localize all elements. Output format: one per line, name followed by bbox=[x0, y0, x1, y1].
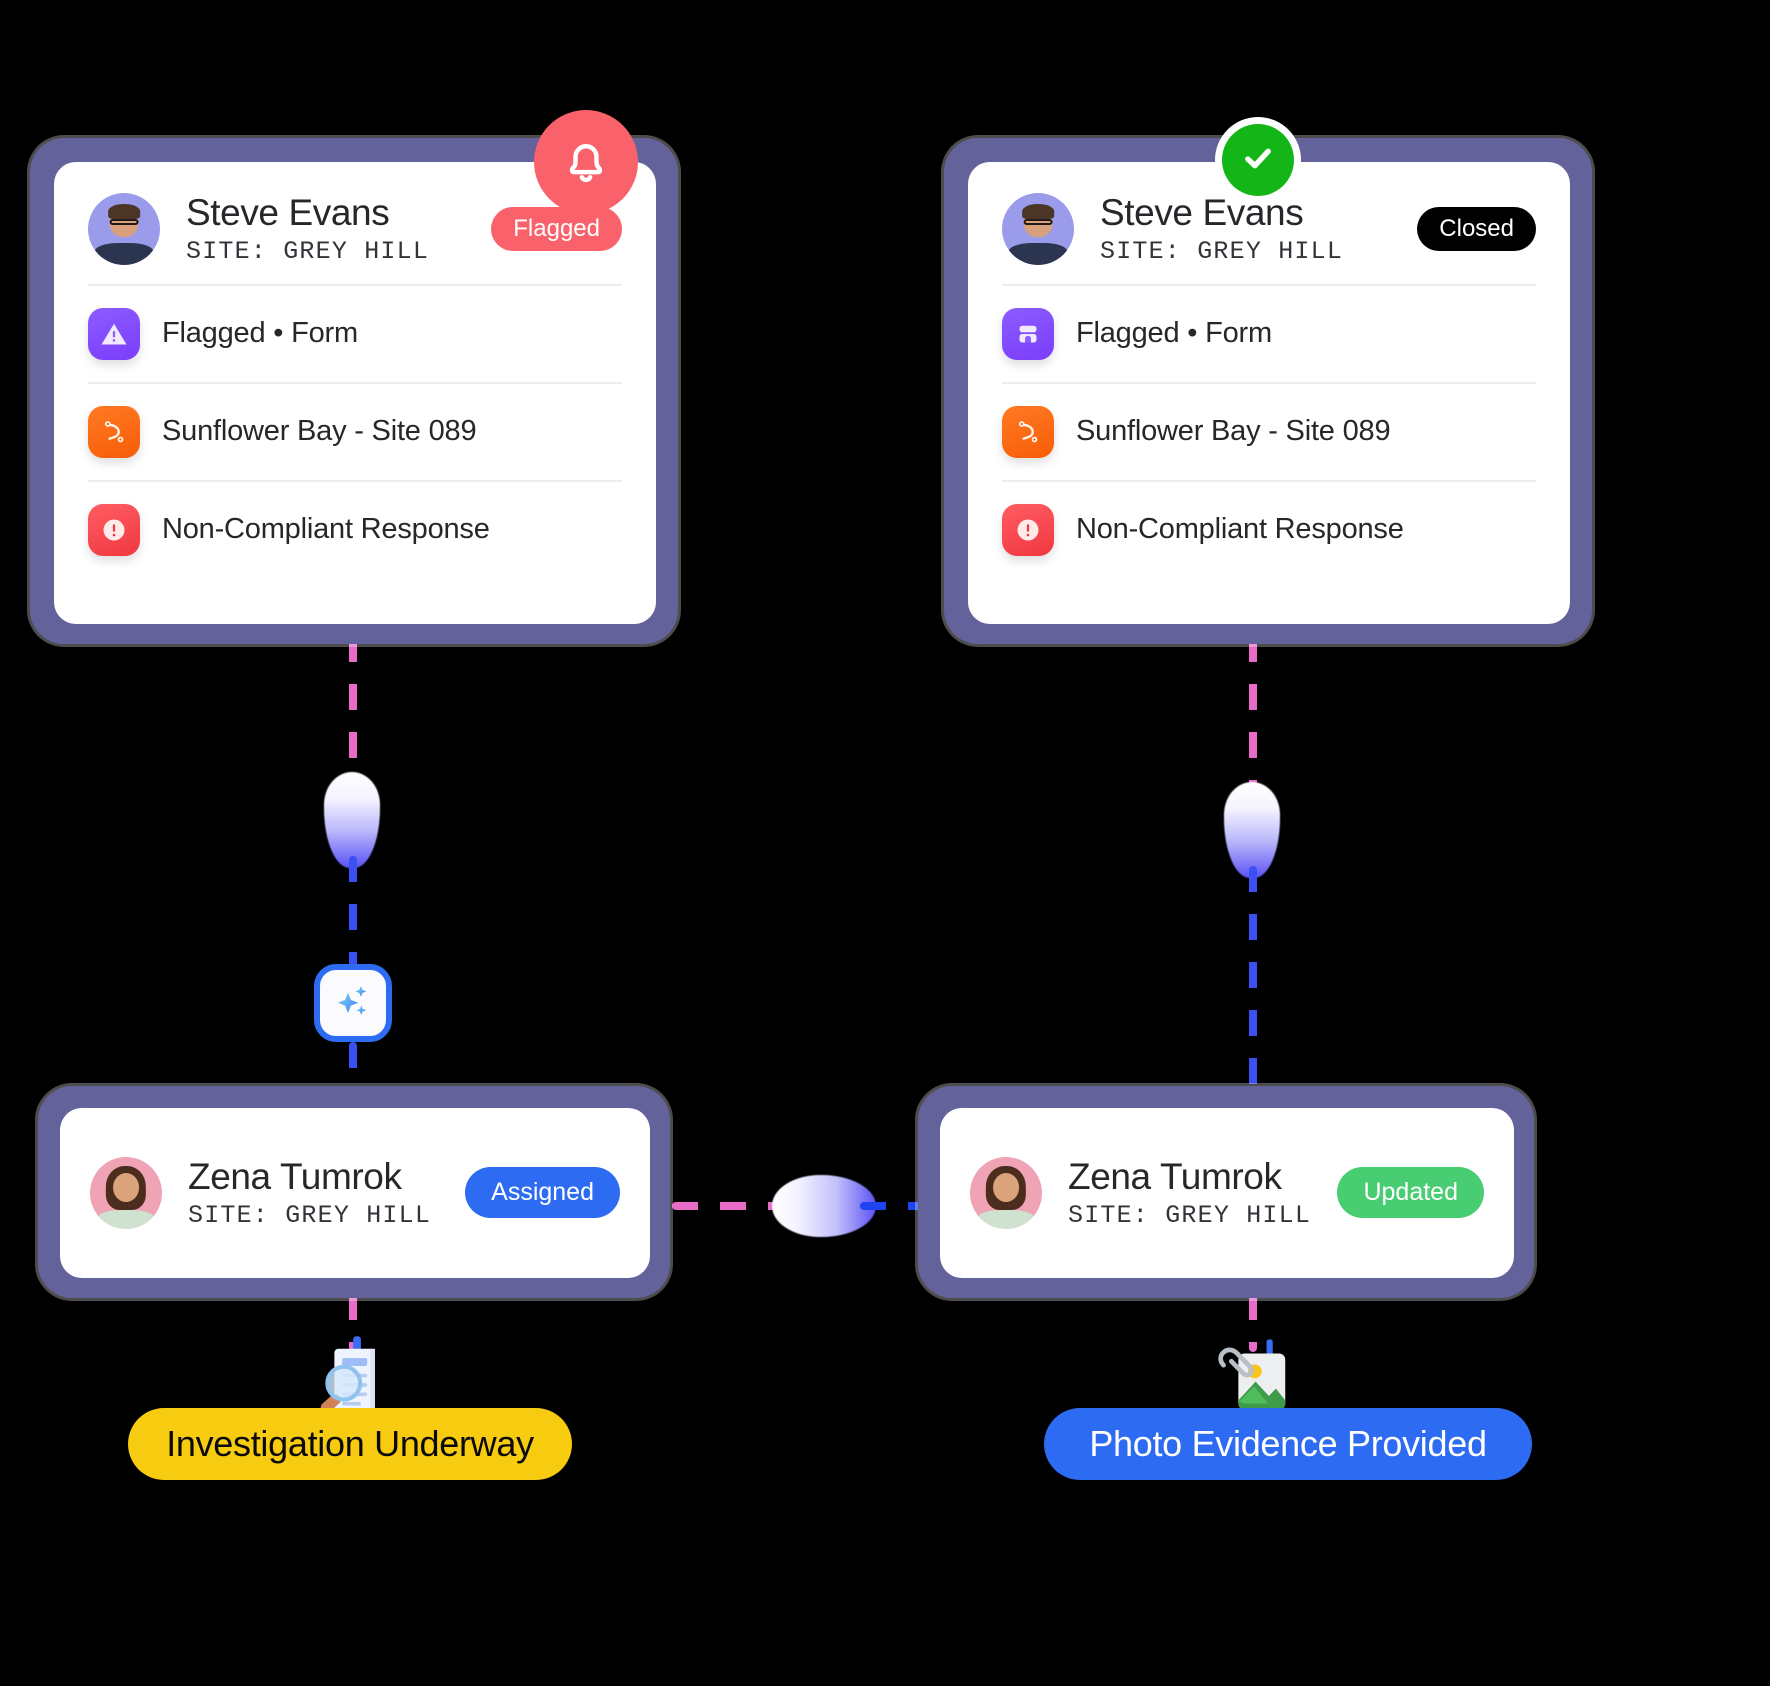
detail-label: Non-Compliant Response bbox=[1076, 513, 1404, 546]
form-clipboard-icon bbox=[1002, 307, 1054, 360]
connector-right-vertical-blue bbox=[1249, 866, 1257, 1094]
document-magnifier-icon bbox=[300, 1330, 400, 1430]
footer-pill-label: Investigation Underway bbox=[166, 1423, 534, 1464]
card-body: Steve Evans SITE: GREY HILL Closed Flagg… bbox=[968, 162, 1570, 624]
person-site: SITE: GREY HILL bbox=[1100, 236, 1344, 266]
connector-right-comet bbox=[1224, 782, 1280, 878]
avatar bbox=[970, 1156, 1042, 1229]
alert-circle-icon bbox=[88, 503, 140, 556]
footer-pill-investigation[interactable]: Investigation Underway bbox=[128, 1408, 572, 1480]
route-pin-icon bbox=[1002, 405, 1054, 458]
connector-left-vertical-pink bbox=[349, 636, 357, 836]
person-name: Zena Tumrok bbox=[188, 1156, 402, 1198]
card-steve-evans-closed[interactable]: Steve Evans SITE: GREY HILL Closed Flagg… bbox=[944, 138, 1592, 644]
warning-triangle-icon bbox=[88, 307, 140, 360]
route-pin-icon bbox=[88, 405, 140, 458]
sparkles-icon bbox=[330, 978, 376, 1029]
alert-circle-icon bbox=[1002, 503, 1054, 556]
avatar bbox=[88, 192, 160, 265]
card-zena-tumrok-updated[interactable]: Zena Tumrok SITE: GREY HILL Updated bbox=[918, 1086, 1534, 1298]
person-name: Steve Evans bbox=[1100, 192, 1304, 233]
connector-right-vertical-pink bbox=[1249, 636, 1257, 836]
status-badge[interactable]: Closed bbox=[1417, 206, 1536, 251]
card-header: Zena Tumrok SITE: GREY HILL Assigned bbox=[90, 1156, 620, 1230]
connector-left-footer-stub bbox=[349, 1294, 357, 1352]
person-text: Zena Tumrok SITE: GREY HILL bbox=[1068, 1156, 1311, 1230]
status-badge[interactable]: Updated bbox=[1337, 1167, 1484, 1219]
person-site: SITE: GREY HILL bbox=[186, 236, 430, 266]
bell-icon bbox=[558, 132, 614, 193]
detail-row[interactable]: Sunflower Bay - Site 089 bbox=[1002, 381, 1536, 480]
detail-label: Flagged • Form bbox=[1076, 317, 1272, 350]
card-header: Zena Tumrok SITE: GREY HILL Updated bbox=[970, 1156, 1484, 1230]
connector-right-footer-stub bbox=[1249, 1294, 1257, 1352]
status-badge[interactable]: Assigned bbox=[465, 1167, 620, 1219]
ai-sparkle-node[interactable] bbox=[314, 964, 392, 1042]
person-site: SITE: GREY HILL bbox=[1068, 1200, 1312, 1230]
status-badge[interactable]: Flagged bbox=[491, 206, 622, 251]
detail-label: Non-Compliant Response bbox=[162, 513, 490, 546]
detail-label: Flagged • Form bbox=[162, 317, 358, 350]
check-circle-icon bbox=[1237, 137, 1279, 184]
connector-horizontal-comet bbox=[772, 1175, 876, 1237]
card-body: Steve Evans SITE: GREY HILL Flagged Flag… bbox=[54, 162, 656, 624]
detail-row[interactable]: Flagged • Form bbox=[1002, 283, 1536, 382]
closed-check-badge[interactable] bbox=[1222, 124, 1294, 196]
person-name: Zena Tumrok bbox=[1068, 1156, 1282, 1198]
bell-notification-badge[interactable] bbox=[534, 110, 638, 214]
detail-row[interactable]: Non-Compliant Response bbox=[88, 479, 622, 578]
card-body: Zena Tumrok SITE: GREY HILL Updated bbox=[940, 1108, 1514, 1278]
detail-rows: Flagged • Form Sunflower Bay - Site 089 bbox=[1002, 283, 1536, 578]
detail-row[interactable]: Sunflower Bay - Site 089 bbox=[88, 381, 622, 480]
detail-rows: Flagged • Form Sunflower Bay - Site 089 bbox=[88, 283, 622, 578]
detail-label: Sunflower Bay - Site 089 bbox=[162, 415, 477, 448]
card-zena-tumrok-assigned[interactable]: Zena Tumrok SITE: GREY HILL Assigned bbox=[38, 1086, 670, 1298]
person-text: Steve Evans SITE: GREY HILL bbox=[1100, 192, 1343, 266]
detail-row[interactable]: Non-Compliant Response bbox=[1002, 479, 1536, 578]
detail-label: Sunflower Bay - Site 089 bbox=[1076, 415, 1391, 448]
card-header: Steve Evans SITE: GREY HILL Closed bbox=[1002, 192, 1536, 266]
connector-left-comet bbox=[324, 772, 380, 868]
detail-row[interactable]: Flagged • Form bbox=[88, 283, 622, 382]
footer-pill-label: Photo Evidence Provided bbox=[1089, 1423, 1487, 1464]
person-site: SITE: GREY HILL bbox=[188, 1200, 432, 1230]
person-text: Steve Evans SITE: GREY HILL bbox=[186, 192, 429, 266]
avatar bbox=[90, 1156, 162, 1229]
connector-left-vertical-lower bbox=[349, 1042, 357, 1094]
photo-attachment-icon bbox=[1204, 1330, 1304, 1430]
connector-horizontal-blue bbox=[860, 1202, 960, 1210]
person-text: Zena Tumrok SITE: GREY HILL bbox=[188, 1156, 431, 1230]
footer-pill-photo-evidence[interactable]: Photo Evidence Provided bbox=[1044, 1408, 1532, 1480]
avatar bbox=[1002, 192, 1074, 265]
card-body: Zena Tumrok SITE: GREY HILL Assigned bbox=[60, 1108, 650, 1278]
person-name: Steve Evans bbox=[186, 192, 390, 233]
connector-left-vertical-blue bbox=[349, 856, 357, 976]
card-header: Steve Evans SITE: GREY HILL Flagged bbox=[88, 192, 622, 266]
connector-horizontal-pink bbox=[672, 1202, 812, 1210]
card-steve-evans-flagged[interactable]: Steve Evans SITE: GREY HILL Flagged Flag… bbox=[30, 138, 678, 644]
